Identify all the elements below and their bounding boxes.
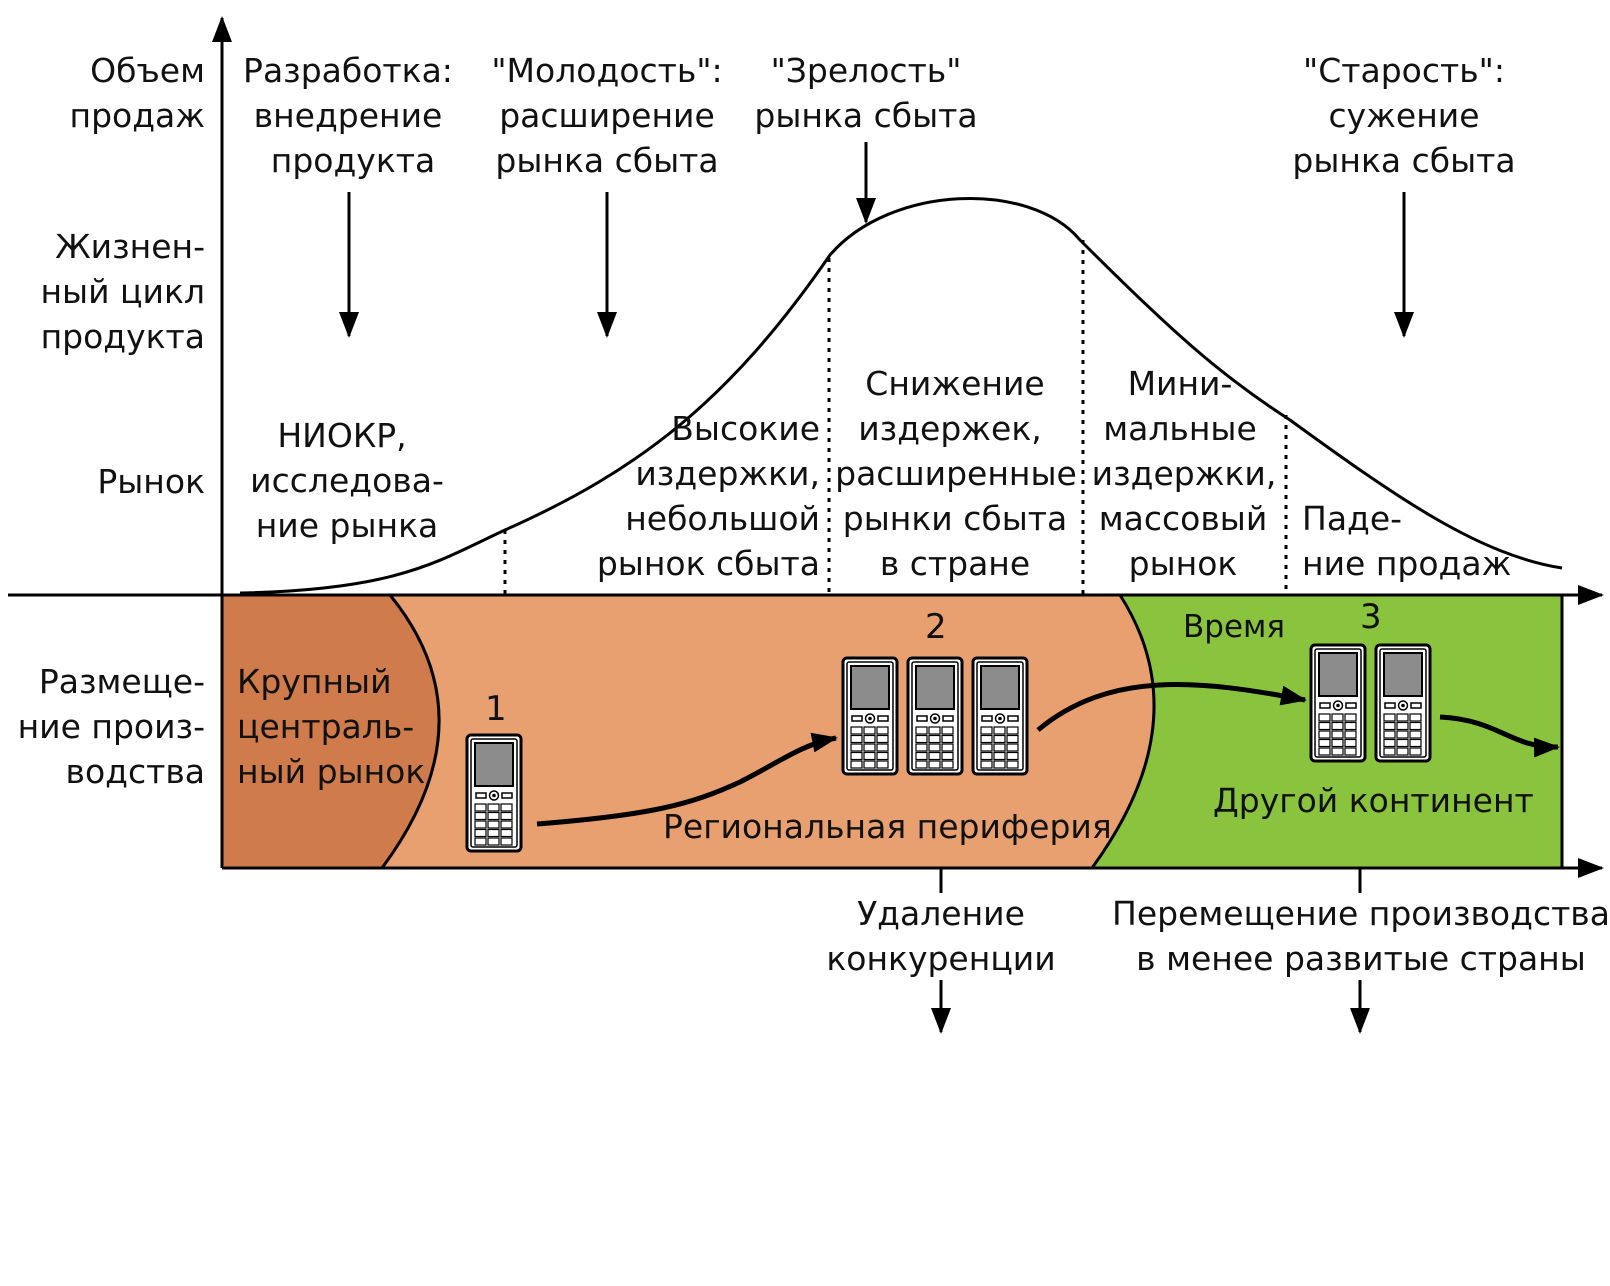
central-line-2: централь- — [237, 707, 414, 746]
market-label: Рынок — [97, 462, 205, 501]
cost-reduction-line-3: расширенные — [835, 454, 1077, 493]
life-cycle-line-1: Жизнен- — [55, 227, 205, 266]
step-number-1: 1 — [485, 689, 507, 729]
minimal-costs-line-5: рынок — [1129, 544, 1238, 583]
sales-volume-line-1: Объем — [90, 51, 205, 90]
relocation-line-2: в менее развитые страны — [1136, 939, 1586, 978]
continent-boundary — [1090, 594, 1156, 869]
life-cycle-line-3: продукта — [41, 317, 205, 356]
cost-reduction-line-5: в стране — [880, 544, 1030, 583]
production-line-2: ние произ- — [18, 707, 205, 746]
bottom-notes: Удаление конкуренции Перемещение произво… — [826, 894, 1610, 978]
relocation-line-1: Перемещение производства — [1112, 894, 1610, 933]
stage-development-line-3: продукта — [271, 141, 435, 180]
time-label: Время — [1183, 609, 1285, 645]
market-phases: НИОКР, исследова- ние рынка Высокие изде… — [250, 364, 1511, 583]
minimal-costs-line-4: массовый — [1099, 499, 1268, 538]
left-labels: Объем продаж Жизнен- ный цикл продукта Р… — [18, 51, 205, 791]
decline-line-1: Паде- — [1302, 499, 1402, 538]
stage-old-age-line-2: сужение — [1328, 96, 1479, 135]
region-labels: Крупный централь- ный рынок Региональная… — [237, 597, 1534, 846]
mobile-phone-icon — [841, 656, 899, 776]
mobile-phone-icon — [1374, 643, 1432, 763]
minimal-costs-line-2: мальные — [1103, 409, 1257, 448]
phone-group-2 — [841, 656, 1029, 776]
sales-volume-line-2: продаж — [70, 96, 205, 135]
central-boundary — [380, 594, 441, 869]
stage-maturity-line-2: рынка сбыта — [754, 96, 977, 135]
high-costs-line-3: небольшой — [625, 499, 820, 538]
stage-youth-line-1: "Молодость": — [491, 51, 722, 90]
high-costs-line-4: рынок сбыта — [597, 544, 820, 583]
decline-line-2: ние продаж — [1302, 544, 1511, 583]
stage-development-line-2: внедрение — [254, 96, 443, 135]
mobile-phone-icon — [465, 733, 523, 853]
flow-arrow-2-to-3 — [1036, 682, 1307, 732]
phone-group-3 — [1309, 643, 1432, 763]
central-line-3: ный рынок — [237, 752, 425, 791]
central-line-1: Крупный — [237, 662, 392, 701]
stage-youth-line-2: расширение — [499, 96, 715, 135]
cost-reduction-line-2: издержек, — [858, 409, 1042, 448]
cost-reduction-line-4: рынки сбыта — [843, 499, 1067, 538]
life-cycle-curve — [239, 197, 1563, 595]
production-line-3: водства — [66, 752, 206, 791]
competition-line-2: конкуренции — [826, 939, 1055, 978]
step-number-2: 2 — [925, 607, 947, 647]
flow-arrow-1-to-2 — [536, 732, 838, 827]
mobile-phone-icon — [1309, 643, 1367, 763]
mobile-phone-icon — [906, 656, 964, 776]
stage-old-age-line-3: рынка сбыта — [1292, 141, 1515, 180]
flow-arrow-3-out — [1439, 714, 1560, 758]
competition-line-1: Удаление — [857, 894, 1025, 933]
periphery-label: Региональная периферия — [663, 807, 1112, 846]
stage-old-age-line-1: "Старость": — [1303, 51, 1505, 90]
mobile-phone-icon — [971, 656, 1029, 776]
high-costs-line-1: Высокие — [671, 409, 820, 448]
rnd-line-1: НИОКР, — [277, 416, 406, 455]
production-line-1: Размеще- — [39, 662, 205, 701]
minimal-costs-line-1: Мини- — [1128, 364, 1233, 403]
rnd-line-3: ние рынка — [256, 506, 439, 545]
high-costs-line-2: издержки, — [635, 454, 820, 493]
central-market-region — [222, 595, 440, 868]
continent-label: Другой континент — [1213, 781, 1534, 820]
life-cycle-line-2: ный цикл — [40, 272, 205, 311]
rnd-line-2: исследова- — [250, 461, 444, 500]
phone-group-1 — [465, 733, 523, 853]
stage-maturity-line-1: "Зрелость" — [771, 51, 962, 90]
stage-youth-line-3: рынка сбыта — [495, 141, 718, 180]
stage-headers: Разработка: внедрение продукта "Молодост… — [243, 51, 1516, 180]
cost-reduction-line-1: Снижение — [865, 364, 1044, 403]
step-number-3: 3 — [1360, 597, 1382, 637]
minimal-costs-line-3: издержки, — [1092, 454, 1277, 493]
stage-development-line-1: Разработка: — [243, 51, 453, 90]
